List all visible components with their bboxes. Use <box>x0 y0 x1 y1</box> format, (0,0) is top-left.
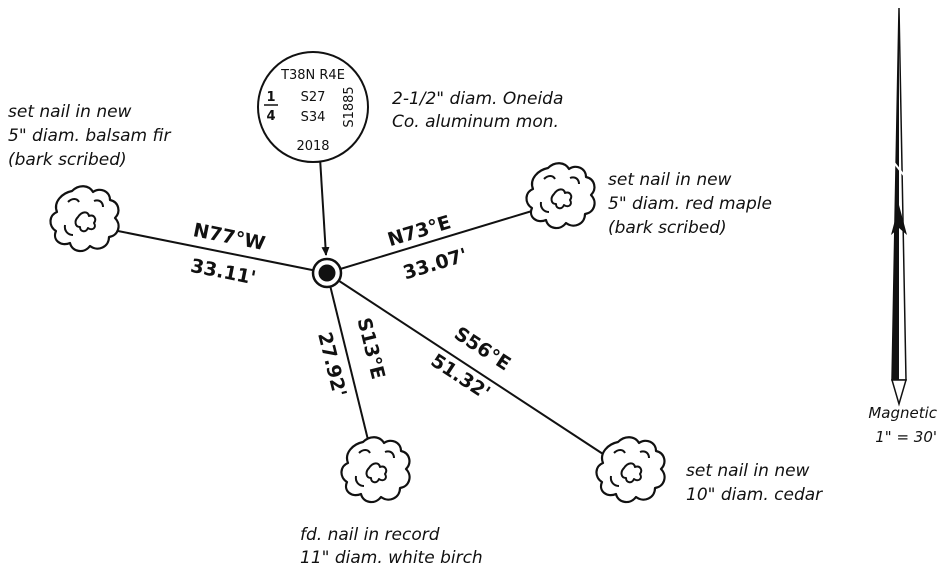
tie-nw-distance: 33.11' <box>189 255 258 289</box>
note-red-maple: set nail in new 5" diam. red maple (bark… <box>608 170 772 238</box>
tree-red-maple-icon <box>525 162 596 230</box>
monument-township: T38N R4E <box>280 68 345 83</box>
tie-line-nw <box>117 230 328 274</box>
monument-description-line2: Co. aluminum mon. <box>392 112 559 132</box>
tie-s-bearing: S13°E <box>353 316 389 382</box>
tie-line-ne <box>326 210 533 274</box>
note-white-birch-line2: 11" diam. white birch <box>300 548 483 568</box>
note-red-maple-line2: 5" diam. red maple <box>608 194 772 214</box>
north-arrow-icon <box>891 7 907 407</box>
note-cedar-line2: 10" diam. cedar <box>686 485 823 505</box>
tree-balsam-fir-icon <box>49 185 120 253</box>
note-balsam-fir-line1: set nail in new <box>8 102 132 122</box>
monument-side-code: S1885 <box>342 86 357 127</box>
monument-section-a: S27 <box>301 90 326 105</box>
tie-ne-distance: 33.07' <box>401 244 470 284</box>
map-scale: 1" = 30' <box>875 428 937 446</box>
north-arrow-label: Magnetic <box>868 404 937 422</box>
note-white-birch: fd. nail in record 11" diam. white birch <box>300 525 483 568</box>
monument-year: 2018 <box>296 139 329 154</box>
tie-line-s <box>326 272 372 453</box>
monument-description-line1: 2-1/2" diam. Oneida <box>392 89 563 109</box>
monument-fraction-denominator: 4 <box>266 109 275 124</box>
monument-leader-arrow <box>319 157 330 256</box>
note-white-birch-line1: fd. nail in record <box>300 525 440 545</box>
tree-cedar-icon <box>595 436 666 504</box>
note-balsam-fir: set nail in new 5" diam. balsam fir (bar… <box>8 102 171 170</box>
corner-point <box>311 257 343 289</box>
note-cedar-line1: set nail in new <box>686 461 810 481</box>
tree-white-birch-icon <box>340 436 411 504</box>
tie-nw-bearing: N77°W <box>191 219 267 255</box>
note-cedar: set nail in new 10" diam. cedar <box>686 461 823 505</box>
note-balsam-fir-line3: (bark scribed) <box>8 150 127 170</box>
monument-fraction-numerator: 1 <box>266 90 275 105</box>
note-balsam-fir-line2: 5" diam. balsam fir <box>8 126 171 146</box>
note-red-maple-line3: (bark scribed) <box>608 218 727 238</box>
monument-marker: T38N R4E 1 4 S27 S34 S1885 2018 <box>257 51 369 163</box>
monument-section-b: S34 <box>301 110 326 125</box>
note-red-maple-line1: set nail in new <box>608 170 732 190</box>
tie-s-distance: 27.92' <box>313 330 350 399</box>
tie-line-se <box>326 272 604 455</box>
